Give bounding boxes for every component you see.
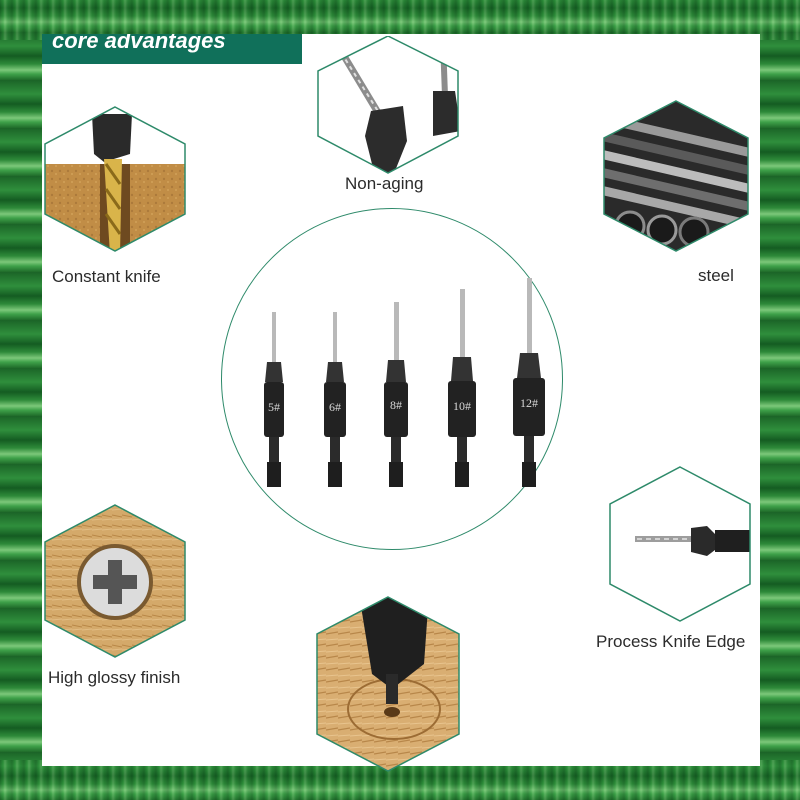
- countersink-bit: 8#: [379, 302, 413, 487]
- product-card: core advantages: [42, 34, 760, 772]
- high-glossy-label: High glossy finish: [48, 668, 181, 687]
- countersink-bit: 6#: [319, 312, 351, 487]
- countersink-bit: 5#: [259, 312, 289, 487]
- countersink-bit: 10#: [444, 289, 480, 487]
- bit-size-label: 5#: [268, 400, 280, 414]
- bit-size-label: 8#: [390, 398, 402, 412]
- countersink-bit: 12#: [510, 278, 548, 487]
- constant-knife-label: Constant knife: [52, 267, 161, 286]
- bit-size-label: 10#: [453, 399, 471, 413]
- process-knife-edge-label: Process Knife Edge: [596, 632, 746, 651]
- steel-label: steel: [698, 266, 734, 285]
- core-advantages-banner: core advantages: [42, 34, 302, 64]
- bit-size-label: 12#: [520, 396, 538, 410]
- banner-title: core advantages: [52, 34, 226, 53]
- process-knife-edge-hexagon: [607, 464, 753, 624]
- drilling-hexagon: [314, 594, 462, 774]
- constant-knife-hexagon: [42, 104, 188, 254]
- steel-hexagon: [600, 98, 752, 254]
- high-glossy-hexagon: [42, 502, 188, 660]
- bit-size-label: 6#: [329, 400, 341, 414]
- non-aging-hexagon: [315, 36, 461, 176]
- non-aging-label: Non-aging: [345, 174, 424, 193]
